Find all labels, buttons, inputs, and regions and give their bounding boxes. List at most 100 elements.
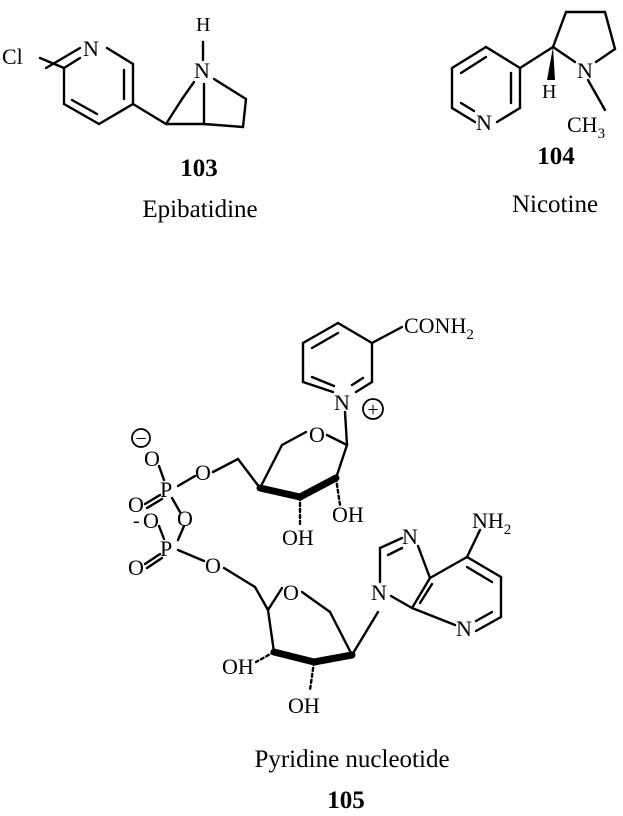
phosphate-oxygen-anion: O: [143, 508, 159, 533]
negative-charge-sign: −: [135, 428, 146, 450]
bond: [180, 80, 196, 101]
bond: [603, 10, 617, 51]
compound-name-epibatidine: Epibatidine: [142, 196, 257, 223]
amine-hydrogen: H: [196, 14, 210, 36]
ribose-hydroxyl: OH: [282, 525, 314, 550]
chlorine-atom: Cl: [2, 44, 23, 69]
bond: [266, 586, 284, 612]
bond: [211, 457, 240, 474]
bond: [416, 544, 432, 580]
bond: [450, 106, 477, 124]
compound-number-104: 104: [537, 143, 575, 170]
bond: [280, 430, 308, 447]
bond: [350, 610, 380, 657]
purine-n7-nitrogen: N: [402, 524, 418, 549]
bond: [378, 536, 404, 550]
bond: [222, 566, 257, 589]
bond: [370, 325, 404, 345]
phosphate-oxo-oxygen: O: [128, 555, 144, 580]
phosphorus-atom: P: [160, 477, 172, 502]
bond: [131, 102, 168, 126]
phosphate-oxo-oxygen: O: [128, 492, 144, 517]
bond: [212, 77, 248, 101]
bond: [410, 606, 457, 627]
ribose-ring-oxygen: O: [309, 422, 325, 447]
compound-name-pyridine-nucleotide: Pyridine nucleotide: [254, 746, 449, 773]
bond: [157, 464, 166, 482]
bond: [70, 98, 99, 116]
hashed-bond: [334, 476, 342, 507]
bridge-nitrogen: N: [194, 58, 210, 83]
bond: [354, 380, 374, 394]
ribose-hydroxyl: OH: [222, 654, 254, 679]
bond: [62, 56, 82, 70]
bond: [465, 565, 494, 584]
bond: [310, 375, 336, 388]
bond: [474, 615, 503, 633]
phosphorus-atom: P: [160, 536, 172, 561]
bond: [176, 474, 197, 488]
bond: [410, 576, 432, 610]
epibatidine-structure: Cl N H N 103 Epibatidine: [2, 14, 258, 223]
bond: [594, 47, 617, 64]
pyrophosphate-bridge-oxygen: O: [177, 506, 193, 531]
bond: [334, 443, 349, 480]
compound-number-103: 103: [180, 155, 218, 182]
bond: [202, 122, 245, 129]
bond: [266, 608, 276, 654]
positive-charge-sign: +: [367, 399, 378, 421]
negative-charge-sign: -: [133, 510, 140, 532]
bond: [145, 497, 164, 510]
phosphate-oxygen-anion: O: [144, 446, 160, 471]
bond: [386, 546, 404, 557]
bond: [325, 433, 349, 447]
ribose-ring-oxygen: O: [283, 580, 299, 605]
bond: [143, 552, 162, 566]
bond: [301, 321, 340, 345]
pyridinium-nitrogen: N: [334, 390, 350, 415]
bond: [551, 45, 577, 64]
amino-group: NH2: [472, 508, 511, 538]
bond: [495, 106, 522, 124]
bond: [145, 556, 164, 570]
bond: [343, 410, 349, 447]
bond: [164, 97, 184, 126]
ribose-hydroxyl: OH: [332, 502, 364, 527]
bond: [38, 56, 66, 70]
bond: [450, 45, 488, 70]
bond-bold: [296, 474, 340, 501]
bond: [143, 493, 162, 506]
bond: [44, 46, 82, 70]
bond: [350, 376, 365, 387]
bond: [62, 102, 101, 126]
bond: [586, 78, 607, 112]
bond-bold: [256, 484, 304, 501]
stereo-hydrogen: H: [542, 81, 556, 103]
bond: [428, 555, 469, 580]
bond: [241, 97, 248, 129]
pyrrolidine-nitrogen: N: [577, 58, 593, 83]
bond: [465, 528, 482, 559]
stereo-wedge: [547, 47, 555, 80]
bond: [105, 46, 135, 66]
bond: [176, 524, 186, 542]
phosphoester-oxygen: O: [205, 553, 221, 578]
bond: [484, 45, 522, 70]
pyridine-nucleotide-structure: CONH2 N + O OH OH O P − O O O P - O O O …: [128, 313, 511, 814]
bond: [301, 380, 335, 394]
negative-charge-circle: [131, 428, 151, 448]
positive-charge-circle: [362, 398, 384, 420]
bond: [418, 582, 434, 605]
bond: [300, 590, 332, 614]
ribose-hydroxyl: OH: [288, 693, 320, 718]
bond: [310, 331, 340, 350]
bond-bold: [270, 648, 318, 666]
purine-n9-nitrogen: N: [371, 580, 387, 605]
nicotine-structure: N N H CH3 104 Nicotine: [450, 10, 617, 218]
phosphoester-oxygen: O: [195, 460, 211, 485]
bond: [459, 101, 476, 113]
bond: [459, 55, 488, 75]
bond: [258, 443, 284, 490]
